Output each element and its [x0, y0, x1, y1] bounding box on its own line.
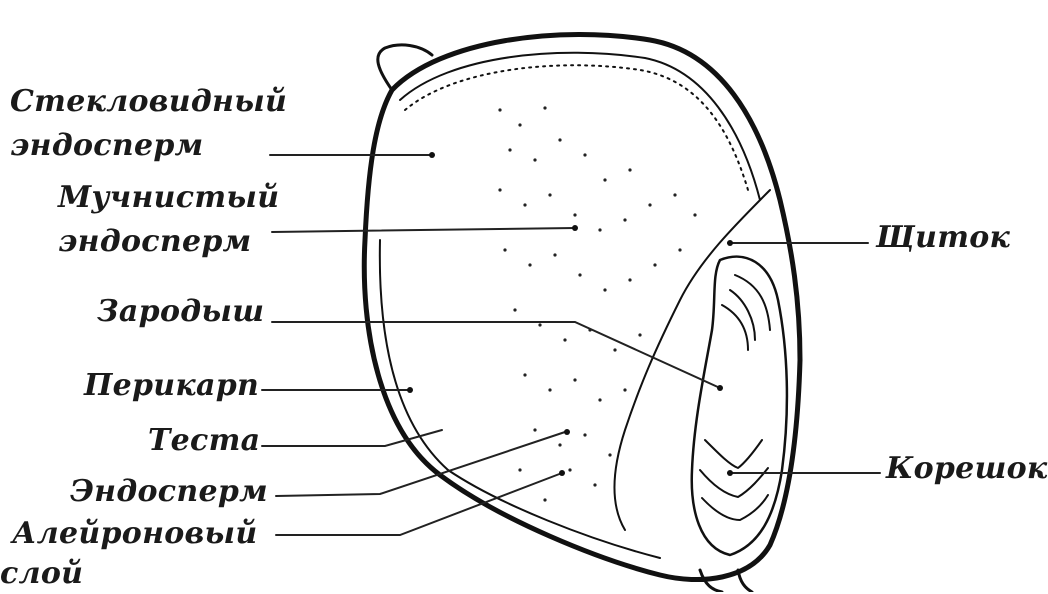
label-scutellum: Щиток	[876, 218, 1010, 258]
embryo-outline	[692, 257, 787, 555]
label-aleurone-line2: слой	[0, 554, 83, 594]
label-embryo: Зародыш	[97, 292, 264, 332]
label-vitreous-endosperm-line2: эндосперм	[10, 126, 203, 166]
leader-testa	[262, 430, 442, 446]
label-aleurone-line1: Алейроновый	[12, 514, 258, 554]
leader-embryo	[272, 322, 720, 388]
dot-pericarp	[407, 387, 413, 393]
label-vitreous-endosperm-line1: Стекловидный	[10, 82, 287, 122]
testa-outline	[400, 53, 760, 200]
pericarp-outline	[364, 34, 800, 579]
dot-scutellum	[727, 240, 733, 246]
label-radicle: Корешок	[886, 449, 1048, 489]
label-testa: Теста	[148, 421, 260, 461]
floury-stipple	[498, 106, 696, 501]
dot-radicle	[727, 470, 733, 476]
label-floury-endosperm-line1: Мучнистый	[58, 178, 279, 218]
label-floury-endosperm-line2: эндосперм	[58, 222, 251, 262]
leader-floury-endosperm	[272, 228, 575, 232]
dot-embryo	[717, 385, 723, 391]
dot-vitreous-endosperm	[429, 152, 435, 158]
dot-floury-endosperm	[572, 225, 578, 231]
label-pericarp: Перикарп	[84, 366, 259, 406]
leader-aleurone	[276, 473, 562, 535]
dot-testa	[564, 429, 570, 435]
radicle-folds	[700, 440, 768, 520]
leader-endosperm	[276, 432, 565, 496]
plumule-folds	[722, 275, 770, 350]
label-endosperm: Эндосперм	[70, 472, 268, 512]
dot-aleurone	[559, 470, 565, 476]
